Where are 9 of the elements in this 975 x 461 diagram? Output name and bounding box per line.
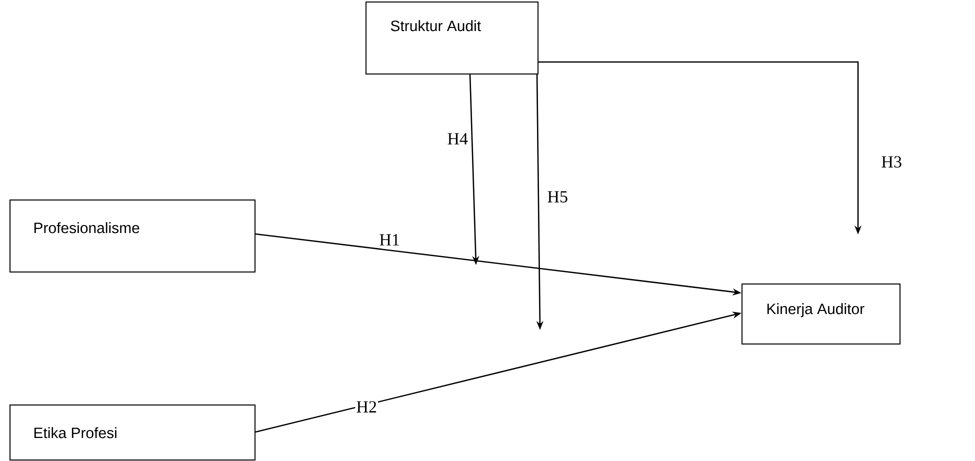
text-box: Struktur Audit [366,1,538,74]
text-box: Etika Profesi [10,404,256,460]
edge-label: H5 [548,191,568,202]
text-box: Profesionalisme [10,199,256,272]
text-box: Kinerja Auditor [742,283,900,344]
edge-label: H2 [356,401,376,412]
edge-label: H3 [882,156,902,168]
edge-label: H4 [448,133,468,144]
edge-label: H1 [380,234,399,246]
